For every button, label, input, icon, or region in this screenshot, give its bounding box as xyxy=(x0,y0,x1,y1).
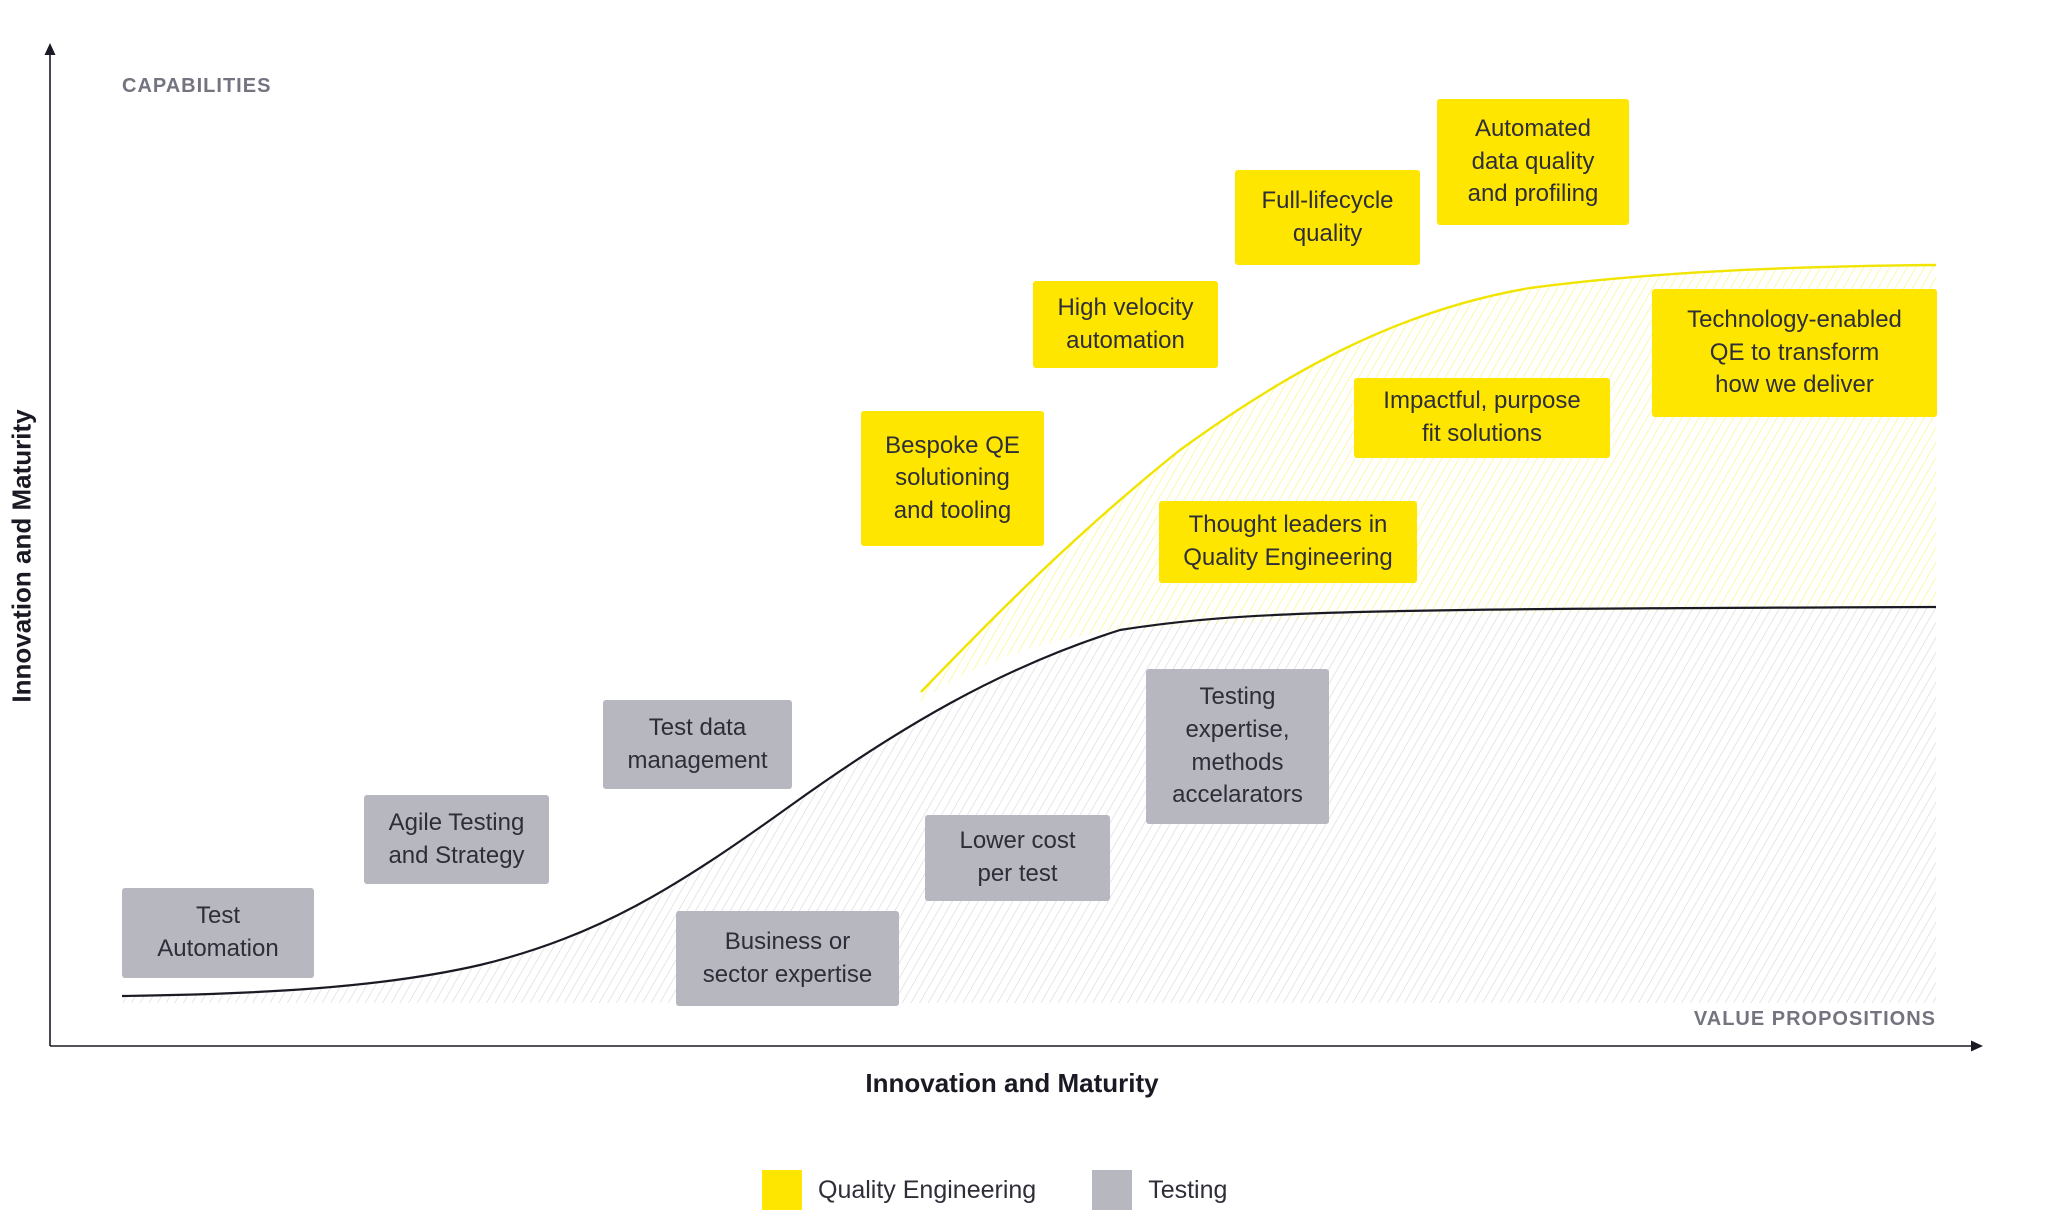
label-automated-data-quality-and-profiling: Automated data quality and profiling xyxy=(1437,99,1629,225)
label-lower-cost-per-test: Lower cost per test xyxy=(925,815,1110,901)
label-full-lifecycle-quality: Full-lifecycle quality xyxy=(1235,170,1420,265)
y-axis-title: Innovation and Maturity xyxy=(6,409,37,703)
legend-label-quality-engineering: Quality Engineering xyxy=(818,1175,1037,1204)
label-thought-leaders-in-quality-engineering: Thought leaders in Quality Engineering xyxy=(1159,501,1417,583)
testing-curve-area xyxy=(122,607,1936,1003)
x-axis-arrow-icon xyxy=(1971,1040,1983,1052)
label-high-velocity-automation: High velocity automation xyxy=(1033,281,1218,368)
label-agile-testing-and-strategy: Agile Testing and Strategy xyxy=(364,795,549,884)
label-technology-enabled-qe: Technology-enabled QE to transform how w… xyxy=(1652,289,1937,417)
capabilities-label: CAPABILITIES xyxy=(122,75,272,97)
label-bespoke-qe-solutioning-and-tooling: Bespoke QE solutioning and tooling xyxy=(861,411,1044,546)
value-propositions-label: VALUE PROPOSITIONS xyxy=(1693,1008,1936,1030)
label-test-automation: Test Automation xyxy=(122,888,314,978)
quality-engineering-swatch xyxy=(762,1170,802,1210)
testing-curve-line xyxy=(121,605,1937,998)
testing-swatch xyxy=(1092,1170,1133,1210)
label-testing-expertise-methods-accelarators: Testing expertise, methods accelarators xyxy=(1146,669,1329,824)
legend-item-quality-engineering: Quality Engineering xyxy=(762,1170,1036,1210)
y-axis-arrow-icon xyxy=(44,43,56,55)
legend: Quality Engineering Testing xyxy=(762,1170,1227,1210)
x-axis-title: Innovation and Maturity xyxy=(865,1068,1159,1098)
label-business-or-sector-expertise: Business or sector expertise xyxy=(676,911,899,1006)
label-test-data-management: Test data management xyxy=(603,700,792,789)
quality-engineering-curve-line xyxy=(920,263,1937,693)
label-impactful-purpose-fit-solutions: Impactful, purpose fit solutions xyxy=(1354,378,1610,458)
legend-item-testing: Testing xyxy=(1092,1170,1227,1210)
legend-label-testing: Testing xyxy=(1148,1175,1228,1204)
